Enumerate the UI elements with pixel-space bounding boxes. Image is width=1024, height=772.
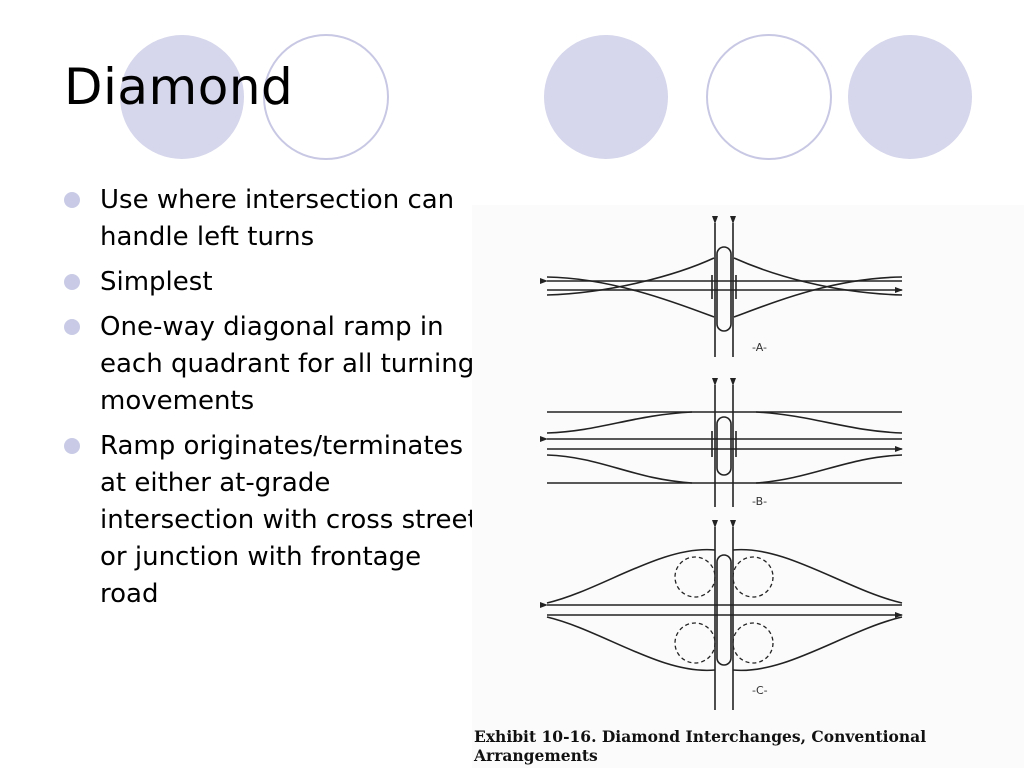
decor-circle-outline	[706, 34, 832, 160]
panel-label: -A-	[752, 341, 767, 354]
bullet-item: One-way diagonal ramp in each quadrant f…	[62, 309, 482, 420]
decor-circle-filled	[544, 35, 668, 159]
bullet-item: Simplest	[62, 264, 482, 301]
decor-circle-filled	[120, 35, 244, 159]
bullet-dot-icon	[64, 438, 80, 454]
bullet-dot-icon	[64, 192, 80, 208]
bullet-text: Simplest	[100, 267, 213, 297]
diagram-panel-c: -C-	[540, 520, 903, 710]
bullet-text: Ramp originates/terminates at either at-…	[100, 431, 478, 609]
diagram-panel-b: -B-	[540, 378, 903, 508]
decor-circle-outline	[263, 34, 389, 160]
decor-circle-filled	[848, 35, 972, 159]
diagram-panel-a: -A-	[540, 216, 903, 357]
bullet-item: Ramp originates/terminates at either at-…	[62, 428, 482, 613]
panel-label: -B-	[752, 495, 767, 508]
bullet-item: Use where intersection can handle left t…	[62, 182, 482, 256]
figure-caption: Exhibit 10-16. Diamond Interchanges, Con…	[474, 727, 927, 765]
decorative-circles	[120, 34, 972, 160]
bullet-text: One-way diagonal ramp in each quadrant f…	[100, 312, 475, 416]
interchange-diagram-svg: -A- -B-	[540, 216, 903, 710]
bullet-dot-icon	[64, 274, 80, 290]
bullet-dot-icon	[64, 319, 80, 335]
bullet-text: Use where intersection can handle left t…	[100, 185, 455, 252]
bullet-list: Use where intersection can handle left t…	[62, 182, 482, 621]
slide-title: Diamond	[64, 58, 294, 116]
panel-label: -C-	[752, 684, 768, 697]
interchange-diagram: -A- -B-	[472, 205, 1024, 768]
